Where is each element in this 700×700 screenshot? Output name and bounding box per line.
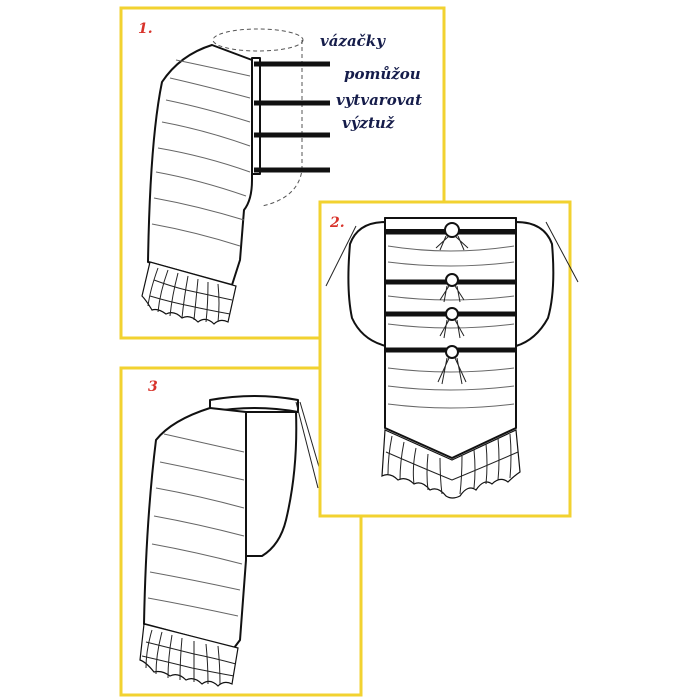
panel-1-waistband — [212, 28, 304, 52]
panel-3-number: 3 — [148, 379, 158, 395]
panel-1-skirt — [147, 44, 253, 286]
panel-2-frame — [318, 200, 572, 518]
bow-2 — [439, 273, 465, 303]
panel-2-ruffle — [381, 429, 521, 499]
panel-3-frame — [119, 366, 363, 697]
panel-2: 2. — [318, 200, 579, 518]
panel-1-number: 1. — [138, 21, 153, 37]
label-vyztuz: výztuž — [342, 114, 395, 132]
panel-2-body — [384, 217, 517, 459]
panel-2-left-wing — [347, 221, 387, 347]
label-pomuzou: pomůžou — [344, 65, 421, 83]
panel-2-number: 2. — [329, 215, 345, 231]
panel-3-ruffle — [139, 623, 239, 687]
panel-1: 1. vázačky pomůžou — [119, 6, 446, 340]
label-vytvarovat: vytvarovat — [336, 91, 422, 109]
bow-3 — [439, 307, 465, 339]
panel-3-skirt — [143, 407, 247, 649]
panel-3-waistband — [209, 395, 299, 413]
panel-2-right-wing — [515, 221, 555, 347]
panel-1-frame — [119, 6, 446, 340]
bow-4 — [437, 345, 467, 385]
label-vazacky: vázačky — [320, 32, 386, 50]
bow-1 — [435, 222, 469, 251]
